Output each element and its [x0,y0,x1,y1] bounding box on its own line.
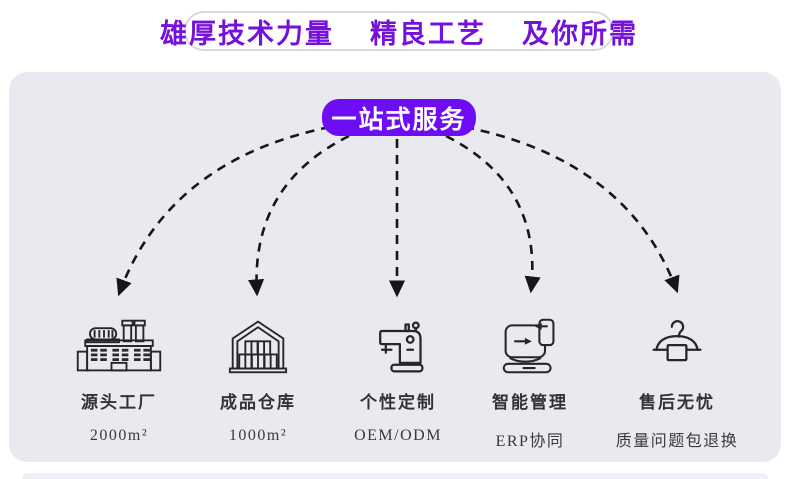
service-item-smart-management: 智能管理 ERP协同 [455,312,605,451]
service-label: 智能管理 [492,393,568,412]
service-value: ERP协同 [495,433,565,450]
sewing-machine-icon [323,312,473,376]
service-item-factory: 源头工厂 2000m² [44,312,194,445]
service-label: 成品仓库 [220,393,296,412]
service-item-warehouse: 成品仓库 1000m² [183,312,333,445]
factory-icon [44,312,194,376]
header-segment-2: 精良工艺 [370,18,486,49]
service-item-aftersale: 售后无忧 质量问题包退换 [602,312,752,451]
header-banner: 雄厚技术力量 精良工艺 及你所需 [160,11,636,51]
one-stop-service-hub: 一站式服务 [322,99,476,136]
service-item-customization: 个性定制 OEM/ODM [323,312,473,445]
next-section-top-edge [22,473,768,479]
service-value: 1000m² [228,427,288,444]
service-label: 个性定制 [360,393,436,412]
service-value: 质量问题包退换 [615,433,739,450]
service-label: 售后无忧 [639,393,715,412]
hanger-icon [602,312,752,376]
warehouse-icon [183,312,333,376]
header-segment-3: 及你所需 [522,18,638,49]
service-label: 源头工厂 [81,393,157,412]
service-value: OEM/ODM [354,427,442,444]
computer-sync-icon [455,312,605,376]
header-segment-1: 雄厚技术力量 [160,18,334,49]
service-value: 2000m² [89,427,149,444]
